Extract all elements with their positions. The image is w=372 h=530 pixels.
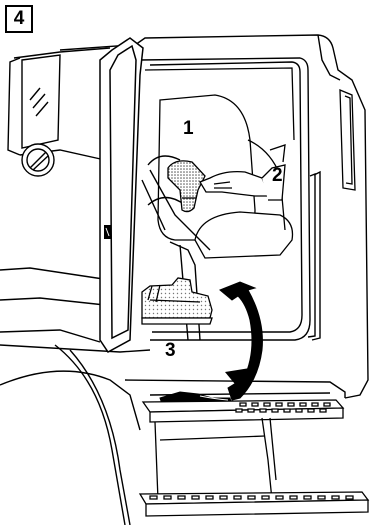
lower-step	[140, 492, 368, 516]
cab-door-opening	[145, 68, 294, 140]
boots-on-floor	[142, 278, 212, 324]
step-supports	[155, 418, 276, 500]
side-mirror	[8, 48, 110, 176]
open-door	[100, 38, 143, 352]
callout-1-grab-handle: 1	[183, 118, 194, 140]
step-number-box: 4	[5, 5, 33, 33]
callout-3-step: 3	[165, 340, 176, 362]
upper-step	[143, 400, 343, 422]
rear-side-window	[340, 90, 355, 190]
interior-grab-handle	[168, 161, 205, 212]
climb-direction-arrow	[220, 282, 262, 400]
callout-2-hand: 2	[272, 165, 283, 187]
